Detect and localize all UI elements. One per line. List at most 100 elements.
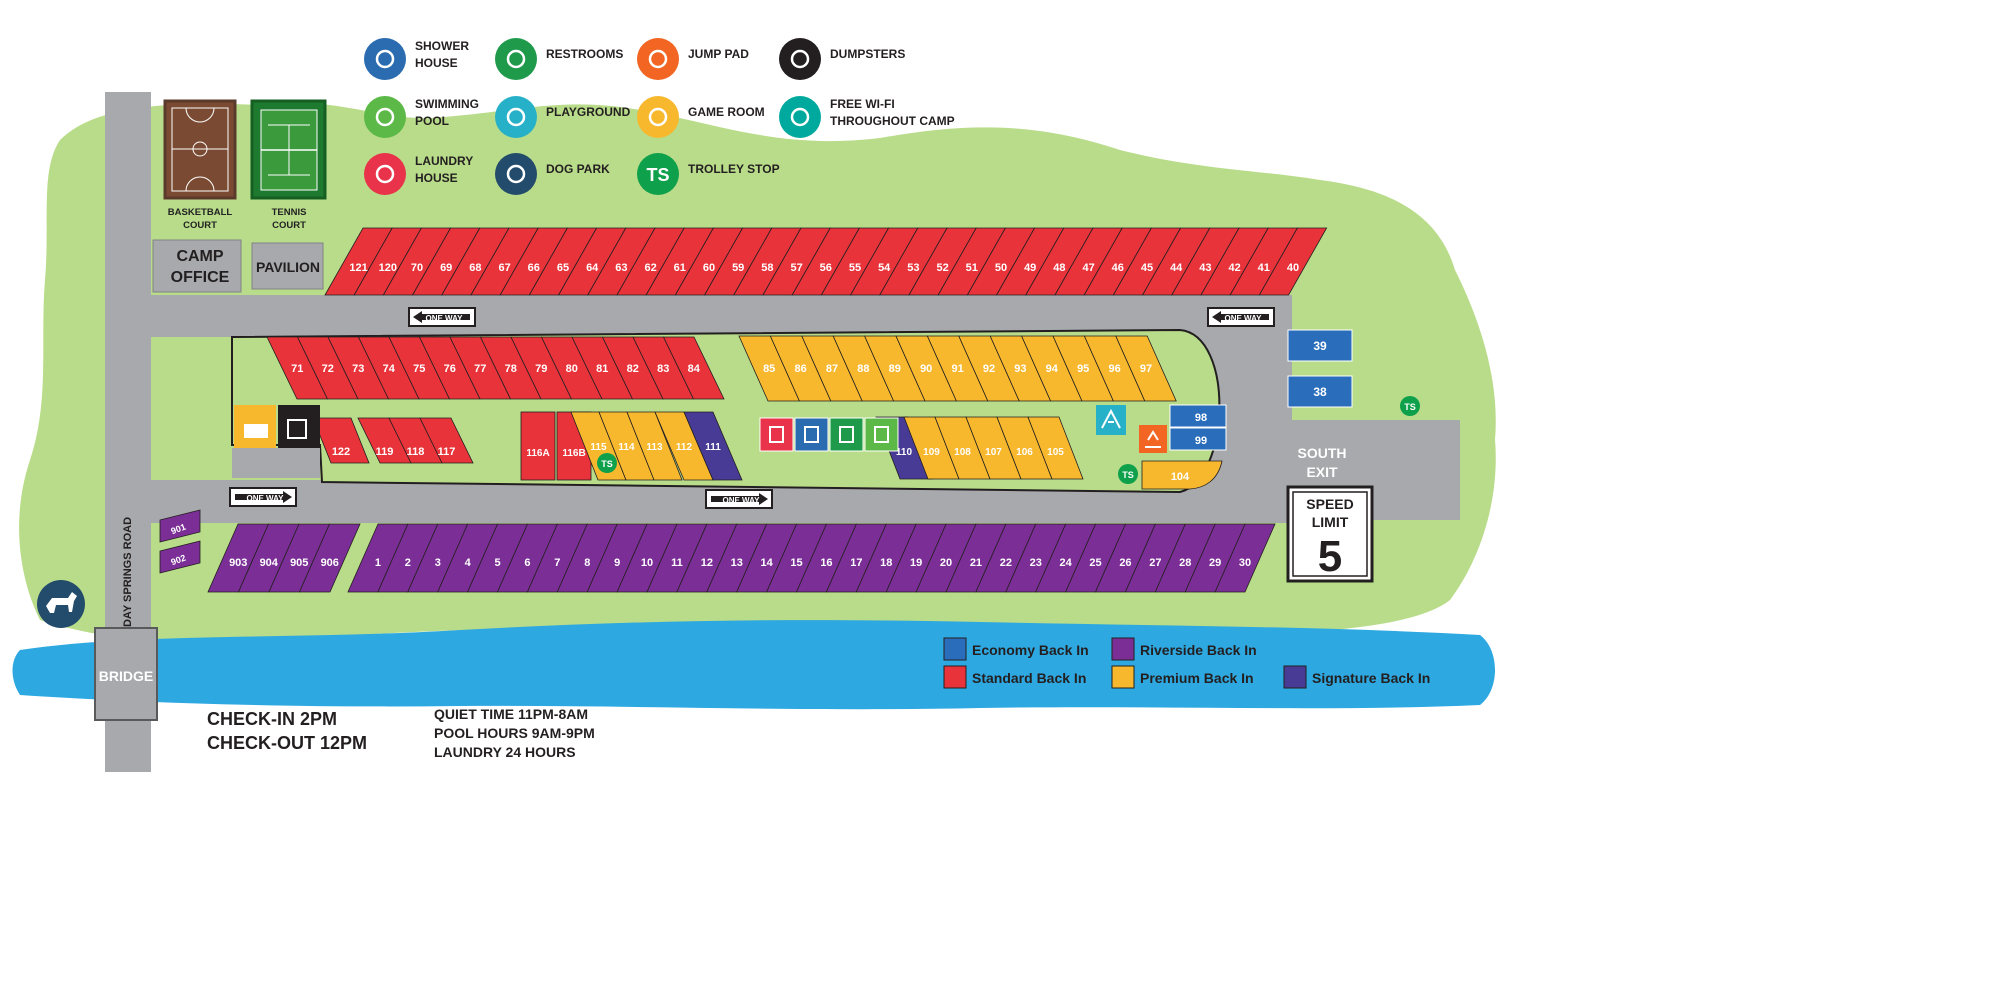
legend-label-4: Signature Back In <box>1312 670 1430 686</box>
legend-item-0: Economy Back In <box>943 637 1089 661</box>
one-way-label-3: ONE WAY <box>246 494 284 503</box>
campsite-label-107: 107 <box>985 447 1002 458</box>
campsite-label-113: 113 <box>646 442 663 453</box>
campsite-122[interactable] <box>312 417 370 464</box>
campsite-label-906: 906 <box>321 557 339 569</box>
campsite-40[interactable] <box>1258 227 1328 296</box>
amenity-label-dumpsters-0: DUMPSTERS <box>830 47 905 61</box>
checkout-text: CHECK-OUT 12PM <box>207 733 367 753</box>
campsite-901[interactable] <box>159 509 201 543</box>
one-way-sign-3: ONE WAY <box>229 487 297 507</box>
campsite-906[interactable] <box>298 523 361 593</box>
campsite-84[interactable] <box>662 336 725 400</box>
one-way-label-1: ONE WAY <box>425 314 463 323</box>
campsite-label-17: 17 <box>850 557 862 569</box>
trolley-stop-marker-1 <box>597 453 617 473</box>
campsite-label-77: 77 <box>474 363 486 375</box>
basketball-court <box>163 99 237 200</box>
campsite-label-25: 25 <box>1089 557 1101 569</box>
campsite-label-41: 41 <box>1258 262 1270 274</box>
campsite-label-5: 5 <box>494 557 500 569</box>
campsite-label-47: 47 <box>1082 262 1094 274</box>
campsite-label-55: 55 <box>849 262 861 274</box>
amenity-label-trolley-0: TROLLEY STOP <box>688 162 780 176</box>
campsite-label-63: 63 <box>615 262 627 274</box>
campsite-label-119: 119 <box>376 446 394 458</box>
campsite-label-93: 93 <box>1014 363 1026 375</box>
campsite-113[interactable] <box>626 411 683 481</box>
campsite-label-903: 903 <box>229 557 247 569</box>
campsite-label-1: 1 <box>375 557 381 569</box>
campsite-104[interactable] <box>1141 460 1223 490</box>
basketball-court-label-1: BASKETBALL <box>168 207 233 218</box>
speed-limit-label-1: SPEED <box>1306 496 1353 512</box>
dog-icon <box>495 153 537 195</box>
legend-label-2: Standard Back In <box>972 670 1086 686</box>
campsite-39[interactable] <box>1287 329 1353 362</box>
legend-item-1: Riverside Back In <box>1111 637 1257 661</box>
campsite-98[interactable] <box>1169 404 1227 428</box>
trolley-stop-icon <box>637 153 679 195</box>
amenity-label-laundry-0: LAUNDRY <box>415 154 473 168</box>
jump-pad-icon <box>637 38 679 80</box>
campsite-label-15: 15 <box>790 557 802 569</box>
campsite-label-117: 117 <box>438 446 456 458</box>
legend-item-3: Premium Back In <box>1111 665 1254 689</box>
campsite-label-48: 48 <box>1053 262 1065 274</box>
campsite-label-81: 81 <box>596 363 608 375</box>
speed-limit-value: 5 <box>1318 532 1342 581</box>
campsite-label-40: 40 <box>1287 262 1299 274</box>
campsite-label-84: 84 <box>688 363 701 375</box>
pool-hours-text: POOL HOURS 9AM-9PM <box>434 725 595 741</box>
campground-map: BASKETBALL COURT TENNIS COURT CAMP OFFIC… <box>12 38 1496 772</box>
campsite-97[interactable] <box>1115 335 1177 402</box>
campsite-38[interactable] <box>1287 375 1353 408</box>
campsite-label-54: 54 <box>878 262 891 274</box>
amenity-dogpark: DOG PARK <box>495 153 610 195</box>
bridge <box>94 627 158 721</box>
campsite-label-7: 7 <box>554 557 560 569</box>
campsite-label-21: 21 <box>970 557 982 569</box>
swing-icon <box>495 96 537 138</box>
jump-pad-tile-icon <box>1139 425 1167 453</box>
bridge-label: BRIDGE <box>99 668 153 684</box>
campsite-label-82: 82 <box>627 363 639 375</box>
campsite-label-30: 30 <box>1239 557 1251 569</box>
campsite-label-88: 88 <box>857 363 869 375</box>
amenity-label-pool-0: SWIMMING <box>415 97 479 111</box>
campsite-116A[interactable] <box>520 411 556 481</box>
legend-swatch-3 <box>1111 665 1135 689</box>
campsite-label-61: 61 <box>674 262 686 274</box>
campsite-label-114: 114 <box>618 442 635 453</box>
campsite-label-69: 69 <box>440 262 452 274</box>
amenity-label-shower-1: HOUSE <box>415 56 458 70</box>
campsite-label-70: 70 <box>411 262 423 274</box>
campsite-label-9: 9 <box>614 557 620 569</box>
amenity-label-wifi-0: FREE WI-FI <box>830 97 895 111</box>
one-way-label-4: ONE WAY <box>722 496 760 505</box>
campsite-30[interactable] <box>1214 523 1276 593</box>
campsite-label-11: 11 <box>671 557 683 569</box>
campsite-99[interactable] <box>1169 427 1227 451</box>
campsite-111[interactable] <box>683 411 743 481</box>
campsite-label-96: 96 <box>1108 363 1120 375</box>
campsite-105[interactable] <box>1027 416 1084 480</box>
campsite-label-95: 95 <box>1077 363 1089 375</box>
amenity-restrooms: RESTROOMS <box>495 38 623 80</box>
campsite-label-8: 8 <box>584 557 590 569</box>
pavilion-label: PAVILION <box>256 259 320 275</box>
amenity-gameroom: GAME ROOM <box>637 96 765 138</box>
legend-swatch-2 <box>943 665 967 689</box>
trolley-stop-label-2: TS <box>1122 470 1134 480</box>
amenity-playground: PLAYGROUND <box>495 96 631 138</box>
campsite-label-42: 42 <box>1228 262 1240 274</box>
campsite-label-46: 46 <box>1112 262 1124 274</box>
camp-office-label-2: OFFICE <box>171 269 230 286</box>
campsite-label-44: 44 <box>1170 262 1183 274</box>
campsite-902[interactable] <box>159 540 201 574</box>
one-way-sign-2: ONE WAY <box>1207 307 1275 327</box>
campsite-label-98: 98 <box>1195 412 1207 424</box>
campsite-117[interactable] <box>419 417 474 464</box>
campsite-label-53: 53 <box>907 262 919 274</box>
